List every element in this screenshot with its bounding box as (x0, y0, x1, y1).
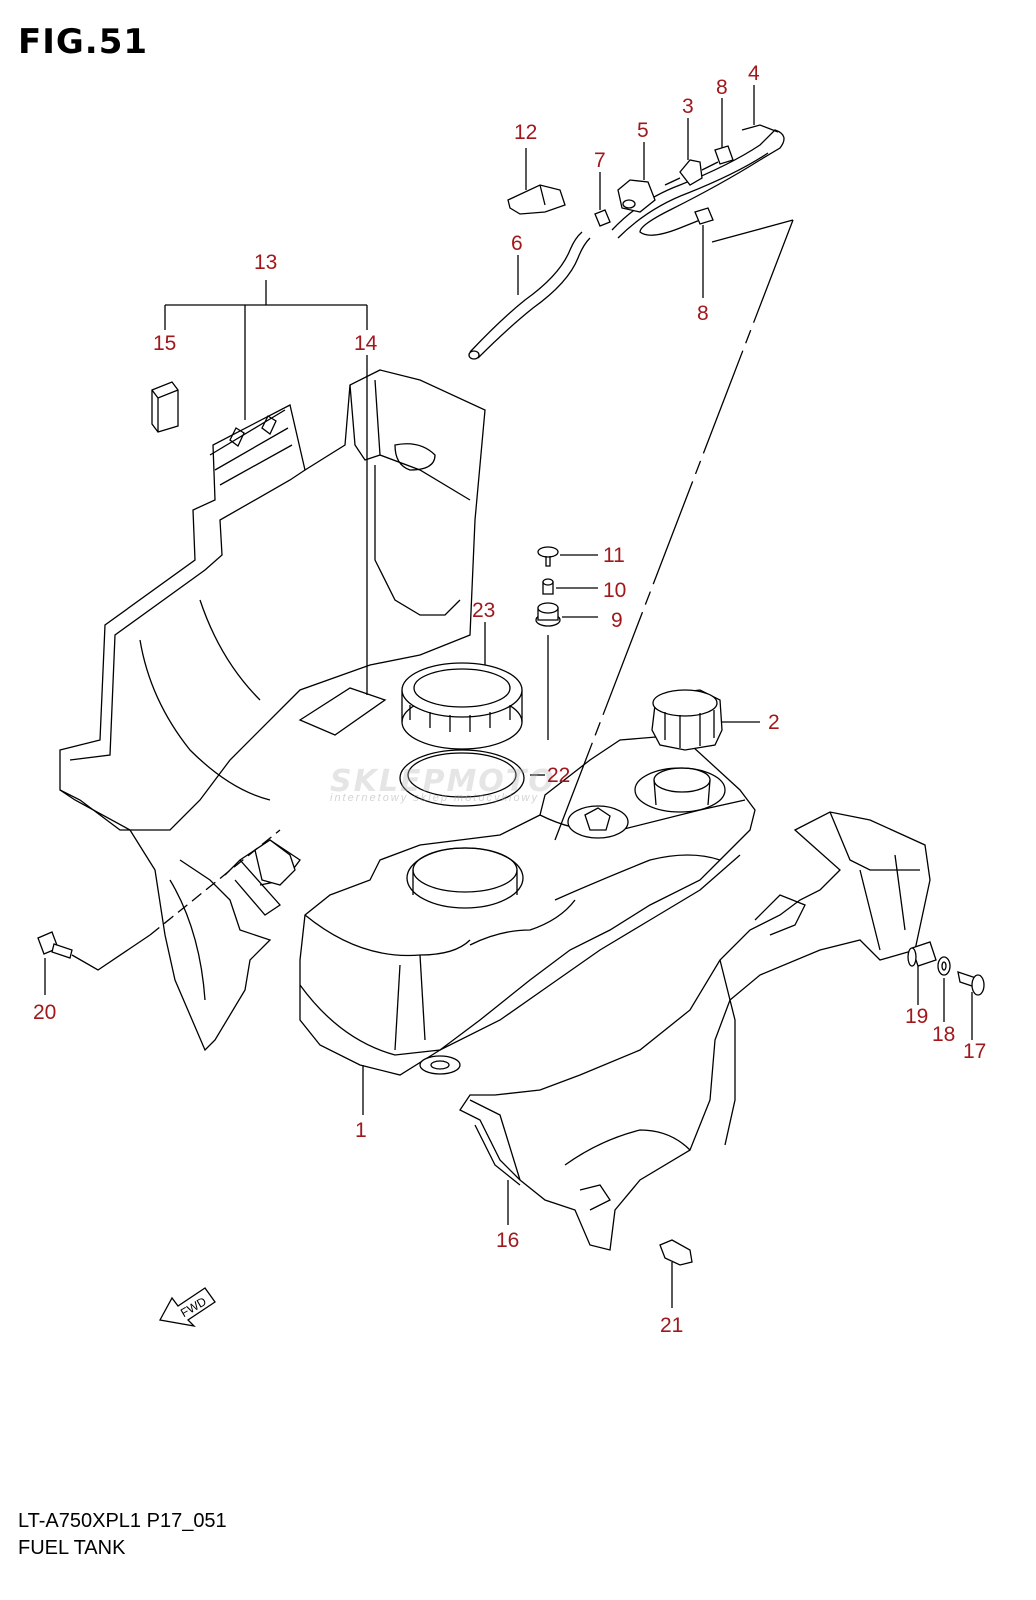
left-side-cover (59, 369, 486, 1052)
mount-hardware (535, 546, 598, 740)
callout-bracket-13 (164, 280, 368, 695)
callout-20: 20 (33, 1001, 57, 1024)
fuel-tank (299, 734, 756, 1076)
gasket-ring (399, 749, 525, 807)
leader-lines (362, 622, 760, 1225)
watermark-subtitle: internetowy sklep motocyklowy (330, 792, 540, 804)
right-side-cover (459, 811, 931, 1251)
callout-22: 22 (547, 764, 571, 787)
callout-8-lower: 8 (697, 302, 709, 325)
callout-4: 4 (748, 62, 760, 85)
callout-16: 16 (496, 1229, 520, 1252)
fwd-arrow-icon: FWD (158, 1287, 216, 1327)
callout-1: 1 (355, 1119, 367, 1142)
label-tag-15 (151, 381, 179, 433)
callout-11: 11 (603, 544, 625, 567)
callout-18: 18 (932, 1023, 956, 1046)
callout-3: 3 (682, 95, 694, 118)
retainer-nut (401, 662, 523, 750)
callout-5: 5 (637, 119, 649, 142)
callout-17: 17 (963, 1040, 987, 1063)
figure-name: FUEL TANK (18, 1537, 126, 1559)
callout-10: 10 (603, 579, 627, 602)
callout-21: 21 (660, 1314, 684, 1337)
watermark: SKLEPMOTO (330, 764, 556, 799)
callout-14: 14 (354, 332, 378, 355)
callout-15: 15 (153, 332, 177, 355)
callout-19: 19 (905, 1005, 929, 1028)
callout-9: 9 (611, 609, 623, 632)
callout-2: 2 (768, 711, 780, 734)
right-cover-hardware (907, 941, 985, 1040)
callout-8-upper: 8 (716, 76, 728, 99)
callout-23: 23 (472, 599, 496, 622)
callout-12: 12 (514, 121, 538, 144)
caution-label (298, 687, 387, 736)
model-code: LT-A750XPL1 P17_051 (18, 1510, 227, 1532)
clip-21 (659, 1239, 693, 1308)
bolt-20 (37, 829, 281, 995)
callout-7: 7 (594, 149, 606, 172)
callout-13: 13 (254, 251, 278, 274)
fuel-cap (651, 689, 723, 751)
figure-title: FIG.51 (18, 22, 149, 62)
callout-6: 6 (511, 232, 523, 255)
breather-hose-assembly (468, 85, 794, 841)
